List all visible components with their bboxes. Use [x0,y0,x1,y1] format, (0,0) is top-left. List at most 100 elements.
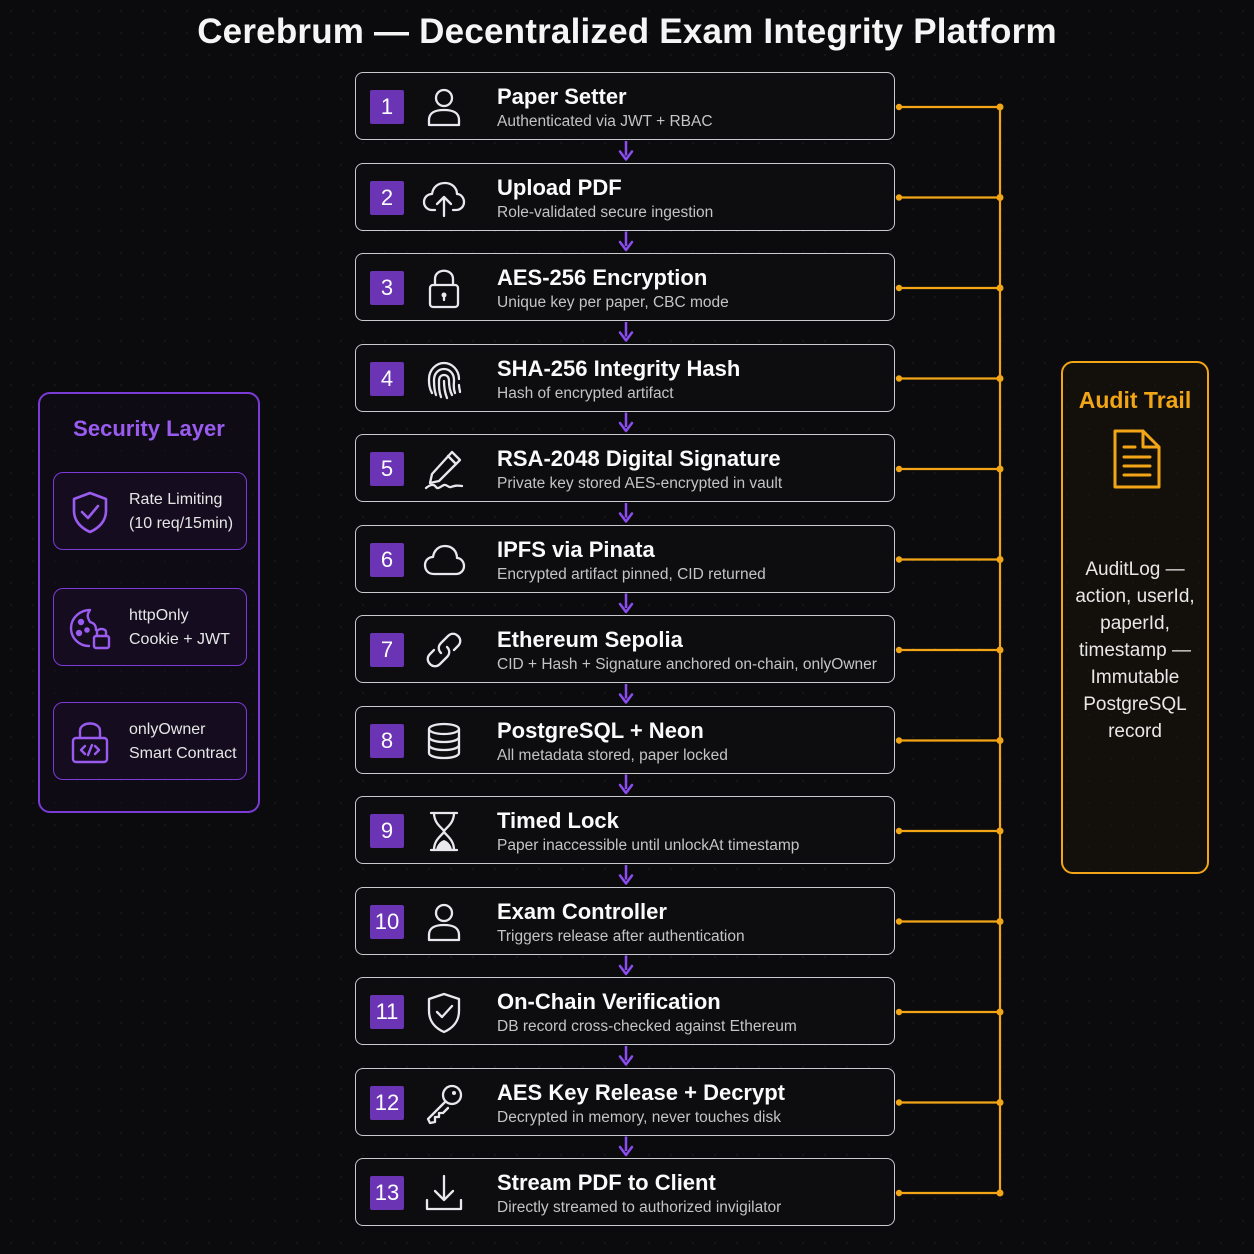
user-icon [422,900,466,944]
audit-bus-dot [996,103,1004,111]
audit-trail-title: Audit Trail [1078,387,1192,413]
security-item-httponly: httpOnly Cookie + JWT [53,588,247,666]
step-subtitle: DB record cross-checked against Ethereum [497,1018,797,1035]
audit-line: action, userId, [1075,586,1195,607]
audit-connector-dot [895,1189,903,1197]
key-icon [422,1081,466,1125]
audit-bus-dot [996,1099,1004,1106]
security-item-line1: Rate Limiting [129,491,223,508]
step-subtitle: All metadata stored, paper locked [497,746,728,764]
audit-bus-dot [996,1189,1004,1197]
audit-connector-dot [895,465,903,473]
download-icon [422,1171,466,1215]
step-title: Paper Setter [497,84,627,109]
flow-arrow-head [618,1145,634,1157]
step-number-badge: 1 [370,90,404,124]
page-title: Cerebrum — Decentralized Exam Integrity … [197,12,1057,51]
step-subtitle: Authenticated via JWT + RBAC [497,113,713,130]
step-subtitle: CID + Hash + Signature anchored on-chain… [497,656,877,673]
flow-arrow-head [618,512,634,523]
step-title: SHA-256 Integrity Hash [497,355,741,381]
pen-signature-icon [422,447,466,491]
audit-line: AuditLog — [1085,559,1185,580]
code-lock-icon [66,718,114,766]
security-item-line2: Cookie + JWT [129,631,230,648]
flow-arrow-head [618,874,634,885]
step-title: AES Key Release + Decrypt [497,1079,785,1105]
audit-connector-dot [895,103,903,111]
fingerprint-icon [422,357,466,401]
audit-bus-dot [996,375,1004,382]
step-title: Upload PDF [497,174,622,200]
security-item-rate-limiting: Rate Limiting (10 req/15min) [53,472,247,550]
audit-line: Immutable [1090,667,1180,688]
step-number-badge: 2 [370,180,404,215]
step-subtitle: Paper inaccessible until unlockAt timest… [497,837,800,854]
audit-connector-dot [895,375,903,382]
audit-bus-dot [996,827,1004,835]
audit-line: PostgreSQL [1083,694,1187,715]
audit-bus-dot [996,646,1004,654]
step-card-2: 2 Upload PDF Role-validated secure ingesti… [355,162,895,231]
step-title: On-Chain Verification [497,989,721,1014]
step-title: Timed Lock [497,808,619,833]
audit-trail-panel: Audit Trail AuditLog — action, userId, p… [1061,361,1209,874]
cookie-lock-icon [66,604,114,652]
audit-connector-dot [895,827,903,835]
step-title: Stream PDF to Client [497,1170,716,1195]
audit-connector-dot [895,556,903,563]
step-number-badge: 3 [370,271,404,305]
step-number-badge: 7 [370,633,404,667]
security-item-line1: onlyOwner [129,721,206,738]
flow-arrow-head [618,964,634,976]
step-subtitle: Role-validated secure ingestion [497,203,714,221]
step-subtitle: Triggers release after authentication [497,927,745,945]
document-icon [1111,427,1163,491]
audit-line: timestamp — [1079,640,1191,661]
audit-bus-dot [996,194,1004,201]
step-number-badge: 12 [370,1085,404,1120]
shield-check-icon [66,488,114,536]
audit-trail-description: AuditLog — action, userId, paperId, time… [1063,556,1207,745]
step-number-badge: 4 [370,361,404,396]
step-number-badge: 10 [370,904,404,939]
step-title: Exam Controller [497,898,667,924]
step-subtitle: Decrypted in memory, never touches disk [497,1108,781,1126]
step-subtitle: Directly streamed to authorized invigila… [497,1199,782,1216]
step-number-badge: 13 [370,1176,404,1210]
security-item-line2: (10 req/15min) [129,515,234,532]
audit-connector-dot [895,918,903,925]
cloud-upload-icon [422,176,466,220]
flow-arrow-head [618,693,634,704]
step-title: PostgreSQL + Neon [497,717,704,743]
security-item-onlyowner: onlyOwner Smart Contract [53,702,247,780]
flow-arrow-head [618,150,634,161]
step-subtitle: Unique key per paper, CBC mode [497,294,729,311]
audit-bus-dot [996,1008,1004,1016]
audit-line: record [1108,721,1162,742]
security-item-line1: httpOnly [129,607,189,624]
audit-bus-dot [996,556,1004,563]
flow-arrow-head [618,240,634,252]
security-layer-panel: Security Layer Rate Limiting (10 req/15m… [38,392,260,813]
step-number-badge: 5 [370,452,404,486]
audit-line: paperId, [1100,613,1170,634]
audit-bus-dot [996,465,1004,473]
step-subtitle: Hash of encrypted artifact [497,384,674,402]
user-icon [422,85,466,129]
audit-connector-dot [895,1099,903,1106]
audit-connector-dot [895,1008,903,1016]
audit-bus-dot [996,918,1004,925]
cloud-icon [422,538,466,582]
chain-link-icon [422,628,466,672]
